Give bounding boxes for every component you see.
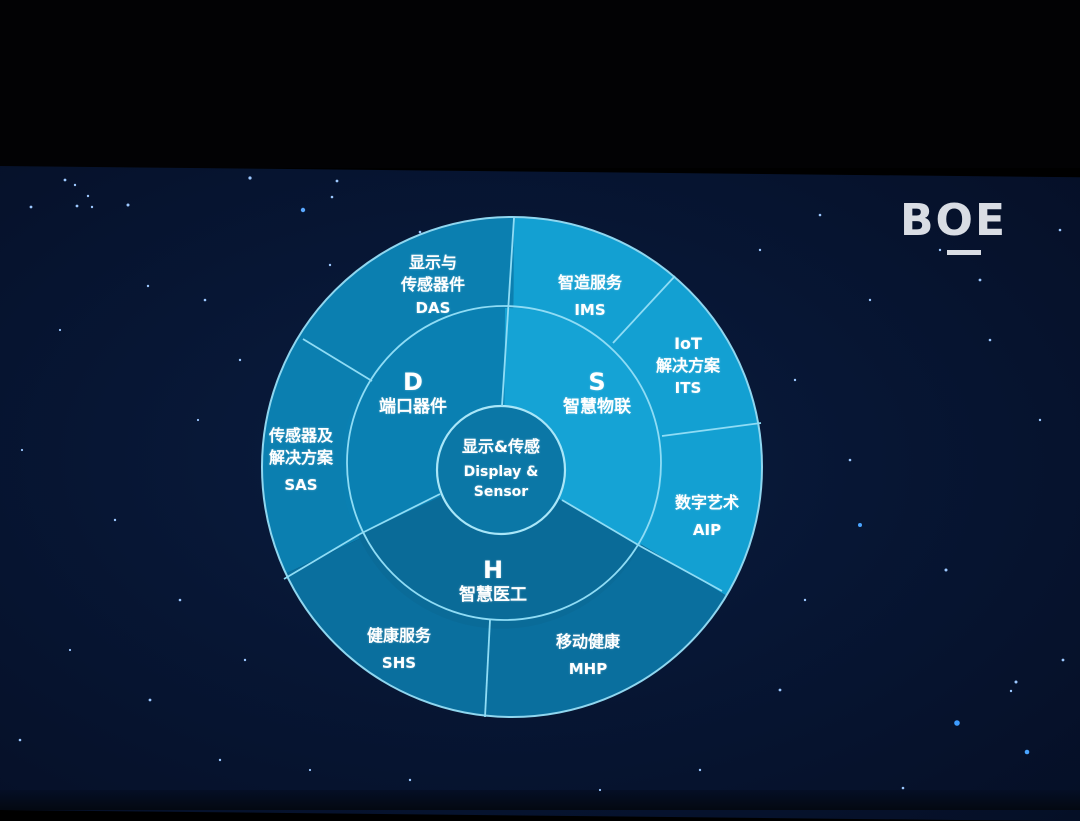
outer-label-ims: 智造服务 IMS (558, 272, 622, 322)
outer-label-mhp: 移动健康 MHP (556, 631, 620, 681)
das-abbr: DAS (415, 299, 451, 317)
aip-zh: 数字艺术 (674, 493, 740, 512)
ims-zh: 智造服务 (557, 273, 623, 292)
middle-zh-d: 端口器件 (379, 397, 447, 417)
logo-underline (947, 250, 981, 255)
shs-zh: 健康服务 (366, 626, 432, 645)
middle-letter-d: D (403, 368, 423, 396)
mhp-abbr: MHP (568, 660, 608, 678)
ims-abbr: IMS (574, 301, 606, 319)
shs-abbr: SHS (381, 654, 417, 672)
its-zh-line2: 解决方案 (655, 356, 721, 375)
center-label: 显示&传感 Display & Sensor (462, 436, 540, 502)
logo-text: BOE (900, 195, 1007, 246)
bottom-shade (0, 790, 1080, 810)
aip-abbr: AIP (692, 521, 722, 539)
middle-ring-border (346, 305, 662, 621)
middle-label-h: H 智慧医工 (459, 556, 527, 606)
its-zh-line1: IoT (674, 334, 702, 353)
middle-zh-h: 智慧医工 (459, 585, 527, 605)
center-circle (435, 404, 567, 536)
sas-zh-line1: 传感器及 (268, 426, 334, 445)
center-en-line1: Display & (463, 464, 539, 480)
outer-label-shs: 健康服务 SHS (367, 625, 431, 675)
sas-abbr: SAS (284, 476, 318, 494)
outer-label-its: IoT 解决方案 ITS (656, 333, 720, 399)
its-abbr: ITS (674, 379, 702, 397)
center-en-line2: Sensor (473, 484, 529, 500)
middle-zh-s: 智慧物联 (563, 397, 631, 417)
middle-label-s: S 智慧物联 (563, 368, 631, 418)
top-black-band (0, 0, 1080, 168)
center-zh: 显示&传感 (462, 437, 540, 456)
outer-ring-border (261, 216, 763, 718)
sas-zh-line2: 解决方案 (268, 448, 334, 467)
das-zh-line1: 显示与 (408, 253, 458, 272)
outer-label-sas: 传感器及 解决方案 SAS (269, 425, 333, 497)
outer-label-aip: 数字艺术 AIP (675, 492, 739, 542)
starfield (18, 176, 1065, 792)
segment-dividers (283, 217, 762, 718)
outer-label-das: 显示与 传感器件 DAS (401, 252, 465, 320)
middle-letter-s: S (588, 368, 606, 396)
middle-label-d: D 端口器件 (379, 368, 447, 418)
das-zh-line2: 传感器件 (400, 275, 466, 294)
boe-logo: BOE (900, 196, 1030, 256)
mhp-zh: 移动健康 (555, 632, 621, 651)
middle-letter-h: H (482, 556, 504, 584)
